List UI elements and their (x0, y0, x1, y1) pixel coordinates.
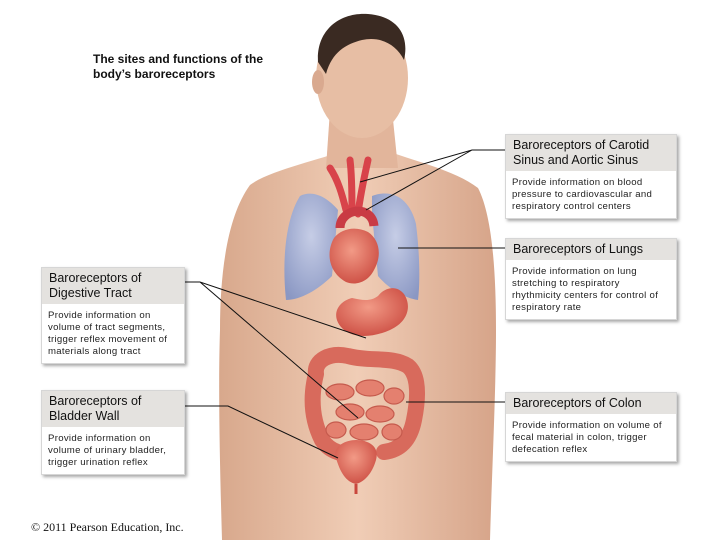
left-lung (284, 193, 338, 300)
box-description: Provide information on volume of urinary… (48, 433, 167, 468)
hair (317, 13, 406, 74)
bladder-wall-box: Baroreceptors of Bladder Wall Provide in… (41, 390, 185, 475)
box-heading: Baroreceptors of Lungs (506, 239, 676, 260)
aortic-arch (335, 206, 379, 229)
box-description: Provide information on volume of fecal m… (512, 420, 662, 455)
box-description: Provide information on blood pressure to… (512, 177, 653, 212)
colon-box: Baroreceptors of Colon Provide informati… (505, 392, 677, 462)
diagram-title: The sites and functions of the body’s ba… (93, 52, 264, 81)
copyright-notice: © 2011 Pearson Education, Inc. (31, 520, 184, 534)
right-lung (372, 193, 420, 300)
lungs-box: Baroreceptors of Lungs Provide informati… (505, 238, 677, 320)
urinary-bladder (335, 440, 377, 484)
box-heading: Baroreceptors of Digestive Tract (42, 268, 184, 304)
box-heading: Baroreceptors of Colon (506, 393, 676, 414)
digestive-tract-box: Baroreceptors of Digestive Tract Provide… (41, 267, 185, 364)
box-description: Provide information on volume of tract s… (48, 310, 168, 357)
heart (329, 228, 379, 284)
carotid-aortic-sinus-box: Baroreceptors of Carotid Sinus and Aorti… (505, 134, 677, 219)
box-heading: Baroreceptors of Bladder Wall (42, 391, 184, 427)
box-description: Provide information on lung stretching t… (512, 266, 659, 313)
ear (312, 70, 324, 94)
box-heading: Baroreceptors of Carotid Sinus and Aorti… (506, 135, 676, 171)
